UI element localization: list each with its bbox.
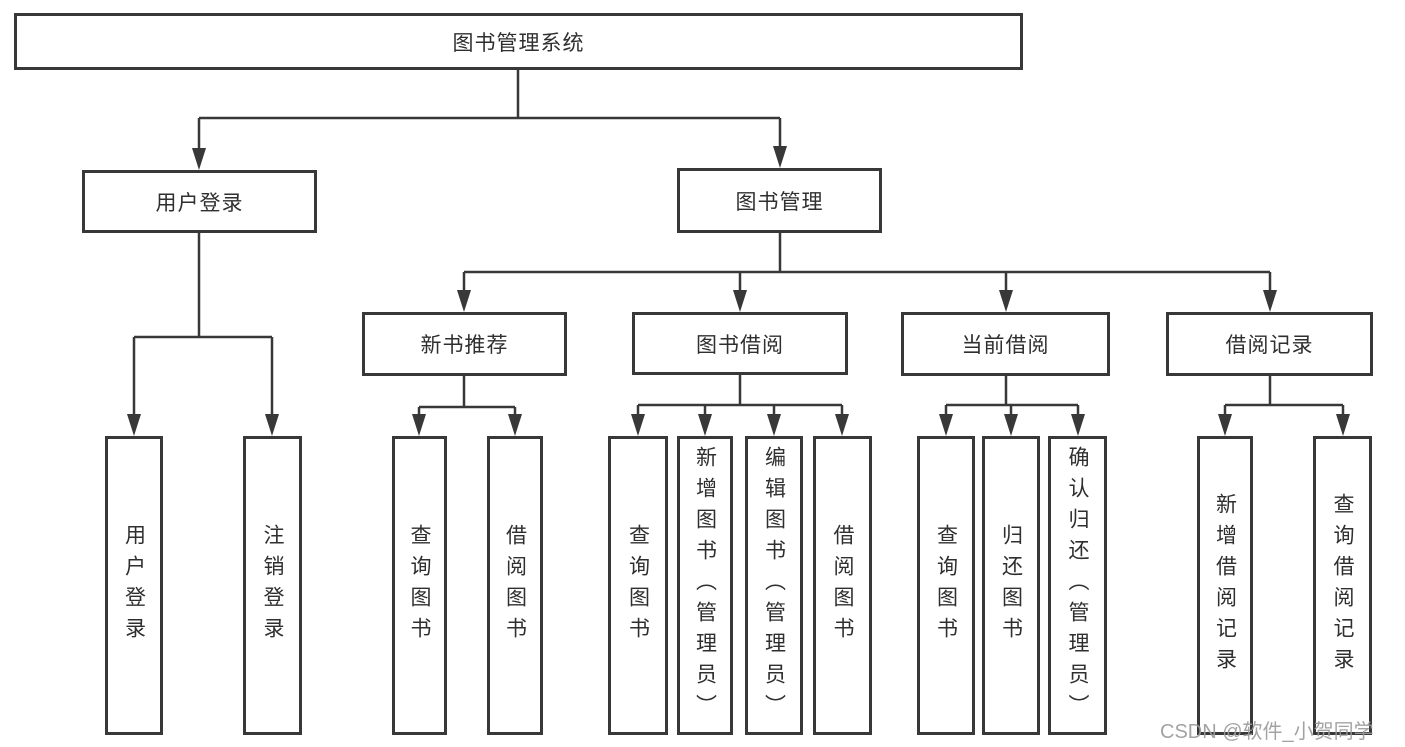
node-label: 编辑图书（管理员） — [762, 446, 786, 725]
node-label: 用户登录 — [122, 523, 146, 648]
node-label: 图书管理系统 — [452, 31, 585, 55]
leaf-confirm-return-admin: 确认归还（管理员） — [1048, 436, 1107, 735]
leaf-borrow-books-borrowing: 借阅图书 — [813, 436, 872, 735]
leaf-edit-book-admin: 编辑图书（管理员） — [745, 436, 803, 735]
leaf-query-books-recommend: 查询图书 — [392, 436, 447, 735]
node-label: 图书管理 — [735, 190, 824, 214]
node-label: 用户登录 — [155, 191, 244, 215]
node-label: 注销登录 — [261, 523, 284, 648]
node-new-book-recommendation: 新书推荐 — [362, 312, 567, 376]
node-book-management: 图书管理 — [677, 168, 882, 233]
node-label: 查询图书 — [934, 523, 958, 648]
leaf-logout: 注销登录 — [243, 436, 302, 735]
leaf-add-borrow-record: 新增借阅记录 — [1197, 436, 1253, 735]
node-label: 借阅记录 — [1225, 334, 1314, 357]
leaf-add-book-admin: 新增图书（管理员） — [677, 436, 733, 735]
node-label: 借阅图书 — [831, 523, 854, 648]
node-label: 借阅图书 — [503, 523, 527, 648]
csdn-watermark: CSDN @软件_小贺同学 — [1160, 721, 1374, 743]
node-label: 确认归还（管理员） — [1066, 446, 1089, 725]
node-label: 新增图书（管理员） — [693, 446, 717, 725]
leaf-user-login: 用户登录 — [105, 436, 163, 735]
node-label: 图书借阅 — [696, 333, 784, 357]
leaf-borrow-books-recommend: 借阅图书 — [487, 436, 543, 735]
leaf-return-books: 归还图书 — [982, 436, 1040, 735]
node-label: 查询借阅记录 — [1331, 492, 1354, 679]
node-label: 查询图书 — [626, 523, 650, 648]
node-label: 归还图书 — [999, 523, 1023, 648]
node-label: 查询图书 — [408, 523, 431, 648]
node-current-borrowing: 当前借阅 — [901, 312, 1110, 376]
leaf-query-books-borrowing: 查询图书 — [608, 436, 668, 735]
node-label: 新增借阅记录 — [1213, 492, 1237, 679]
node-user-login: 用户登录 — [82, 170, 317, 233]
leaf-query-books-current: 查询图书 — [917, 436, 975, 735]
node-label: 新书推荐 — [420, 334, 509, 357]
node-book-borrowing: 图书借阅 — [632, 312, 848, 375]
leaf-query-borrow-record: 查询借阅记录 — [1313, 436, 1372, 735]
node-library-management-system: 图书管理系统 — [14, 13, 1023, 70]
node-label: 当前借阅 — [961, 334, 1050, 357]
node-borrowing-records: 借阅记录 — [1166, 312, 1373, 376]
